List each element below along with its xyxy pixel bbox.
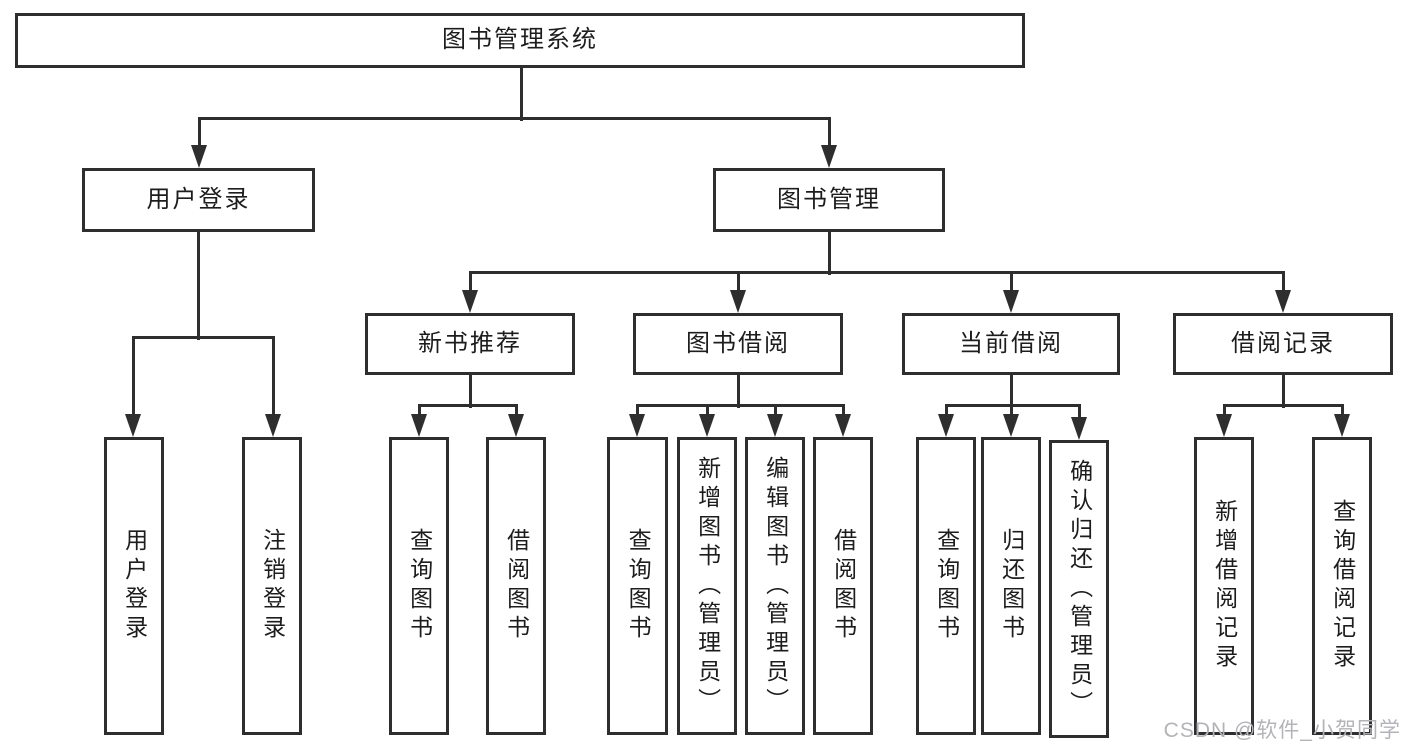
connector-line — [131, 335, 275, 339]
node-label: 用户登录 — [146, 185, 251, 213]
arrow-down-icon — [767, 414, 783, 437]
arrow-down-icon — [821, 145, 837, 168]
connector-line — [468, 375, 472, 408]
node-login: 用户登录 — [104, 437, 164, 735]
arrow-down-icon — [265, 414, 281, 437]
node-bb-query-book: 查询图书 — [607, 437, 668, 735]
connector-line — [827, 232, 831, 275]
node-label: 图书管理系统 — [442, 26, 598, 54]
connector-line — [1222, 405, 1226, 419]
node-book-borrow: 图书借阅 — [633, 313, 843, 375]
connector-line — [635, 405, 639, 419]
connector-line — [468, 272, 472, 295]
connector-line — [705, 405, 709, 419]
connector-line — [1281, 375, 1285, 408]
connector-line — [271, 337, 275, 419]
node-current-borrow: 当前借阅 — [902, 313, 1120, 375]
arrow-down-icon — [835, 414, 851, 437]
arrow-down-icon — [125, 414, 141, 437]
connector-line — [1009, 405, 1013, 419]
arrow-down-icon — [938, 414, 954, 437]
connector-line — [841, 405, 845, 419]
arrow-down-icon — [1003, 414, 1019, 437]
connector-line — [197, 118, 201, 150]
node-br-add-record: 新增借阅记录 — [1194, 437, 1254, 735]
node-cb-return-book: 归还图书 — [981, 437, 1041, 735]
node-label: 借阅图书 — [830, 528, 857, 644]
connector-line — [1340, 405, 1344, 419]
node-borrow-record: 借阅记录 — [1173, 313, 1393, 375]
arrow-down-icon — [191, 145, 207, 168]
node-label: 查询图书 — [933, 528, 960, 644]
connector-line — [1009, 375, 1013, 408]
connector-line — [131, 337, 135, 419]
connector-line — [417, 405, 421, 419]
arrow-down-icon — [1216, 414, 1232, 437]
connector-line — [827, 118, 831, 150]
connector-line — [736, 375, 740, 408]
node-rec-query-book: 查询图书 — [389, 437, 449, 735]
arrow-down-icon — [1071, 417, 1087, 440]
arrow-down-icon — [462, 290, 478, 313]
node-label: 注销登录 — [259, 528, 286, 644]
node-label: 用户登录 — [121, 528, 148, 644]
node-new-book-rec: 新书推荐 — [365, 313, 575, 375]
connector-line — [514, 405, 518, 419]
node-label: 当前借阅 — [959, 329, 1063, 357]
node-br-query-record: 查询借阅记录 — [1312, 437, 1372, 735]
arrow-down-icon — [1334, 414, 1350, 437]
node-label: 查询借阅记录 — [1329, 499, 1356, 673]
node-rec-borrow-book: 借阅图书 — [486, 437, 546, 735]
arrow-down-icon — [730, 290, 746, 313]
node-bb-borrow-book: 借阅图书 — [813, 437, 873, 735]
node-label: 图书借阅 — [686, 329, 790, 357]
arrow-down-icon — [411, 414, 427, 437]
node-user-login: 用户登录 — [82, 168, 315, 232]
connector-line — [1281, 272, 1285, 295]
node-label: 编辑图书（管理员） — [762, 455, 789, 717]
node-label: 查询图书 — [406, 528, 433, 644]
node-logout: 注销登录 — [242, 437, 302, 735]
connector-line — [1222, 403, 1344, 407]
connector-line — [1009, 272, 1013, 295]
node-cb-confirm-return: 确认归还（管理员） — [1049, 440, 1109, 738]
node-root: 图书管理系统 — [15, 13, 1025, 68]
connector-line — [417, 403, 518, 407]
connector-line — [736, 272, 740, 295]
connector-line — [1077, 405, 1081, 422]
node-label: 图书管理 — [777, 185, 881, 213]
node-label: 查询图书 — [625, 528, 652, 644]
node-label: 归还图书 — [998, 528, 1025, 644]
node-label: 新增图书（管理员） — [694, 455, 721, 717]
arrow-down-icon — [1003, 290, 1019, 313]
node-label: 借阅图书 — [503, 528, 530, 644]
node-bb-add-book: 新增图书（管理员） — [677, 437, 737, 735]
arrow-down-icon — [629, 414, 645, 437]
node-label: 新书推荐 — [418, 329, 522, 357]
node-book-mgmt: 图书管理 — [713, 168, 945, 232]
node-label: 借阅记录 — [1231, 329, 1335, 357]
arrow-down-icon — [508, 414, 524, 437]
connector-line — [519, 68, 523, 121]
watermark: CSDN @软件_小贺同学 — [1163, 719, 1401, 742]
arrow-down-icon — [699, 414, 715, 437]
node-label: 确认归还（管理员） — [1066, 458, 1093, 720]
node-label: 新增借阅记录 — [1211, 499, 1238, 673]
connector-line — [468, 270, 1285, 274]
connector-line — [944, 405, 948, 419]
connector-line — [197, 116, 831, 120]
connector-line — [635, 403, 845, 407]
node-cb-query-book: 查询图书 — [916, 437, 976, 735]
connector-line — [196, 232, 200, 340]
connector-line — [773, 405, 777, 419]
node-bb-edit-book: 编辑图书（管理员） — [745, 437, 805, 735]
arrow-down-icon — [1275, 290, 1291, 313]
connector-line — [944, 403, 1081, 407]
